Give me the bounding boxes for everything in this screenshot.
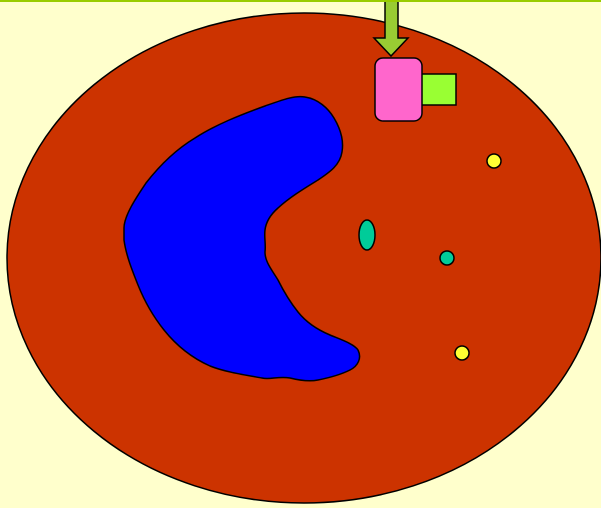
teal-oval [359, 220, 375, 250]
green-ligand [420, 74, 456, 105]
yellow-dot-upper [487, 154, 501, 168]
yellow-dot-lower [455, 346, 469, 360]
cell-body [7, 13, 601, 503]
pink-receptor [375, 58, 422, 121]
teal-dot [440, 251, 454, 265]
